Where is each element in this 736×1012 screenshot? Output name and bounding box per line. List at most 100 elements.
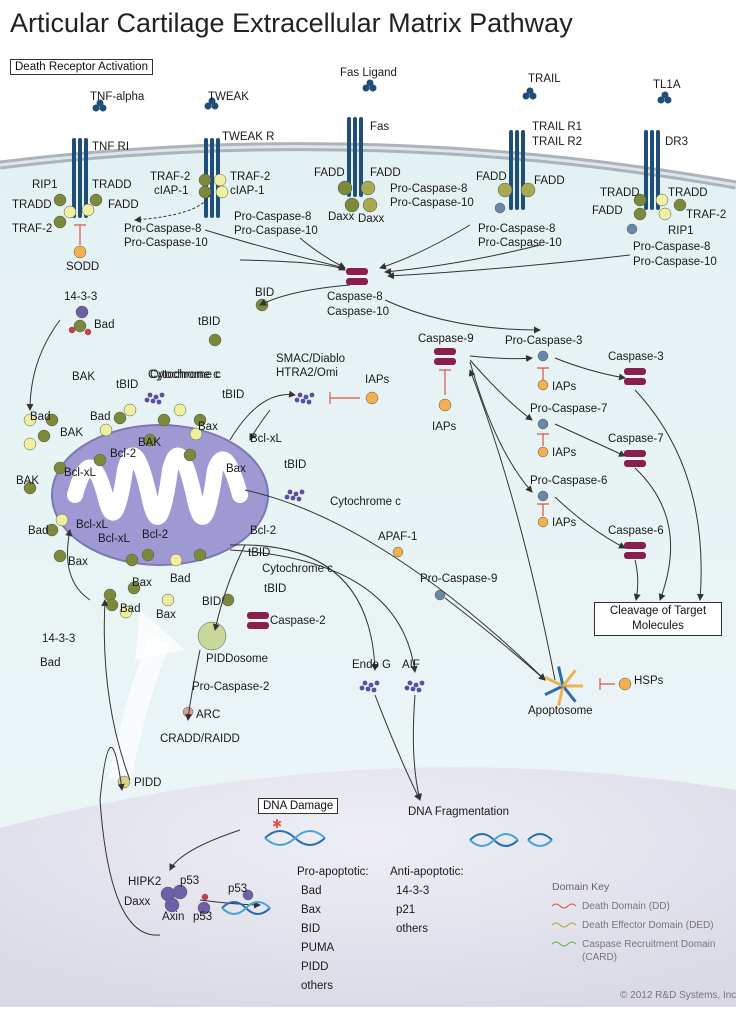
domain-key: Domain Key Death Domain (DD) Death Effec… <box>551 881 715 963</box>
pro-item: PUMA <box>301 942 335 954</box>
dna-helix-p53 <box>221 901 271 915</box>
tl1a-procasp <box>626 223 638 235</box>
mito-protein <box>23 413 37 427</box>
arrows <box>26 194 704 936</box>
endog-dots-dot <box>371 687 377 693</box>
arc-label: ARC <box>196 709 220 721</box>
caspase7-label: Caspase-7 <box>608 433 664 445</box>
daxx-label: Daxx <box>124 896 150 908</box>
tl1a-fadd-label: FADD <box>592 205 623 217</box>
mito-protein <box>45 413 59 427</box>
trail-r1-label: TRAIL R1 <box>532 121 582 133</box>
bad-mol <box>73 319 87 333</box>
14-3-3-mol <box>75 305 89 319</box>
tweak-ciap1-label: cIAP-1 <box>154 185 189 197</box>
bax-1-label: Bax <box>198 421 218 433</box>
tnf-rip1-label: RIP1 <box>32 179 58 191</box>
bcl2-1-label: Bcl-2 <box>110 448 136 460</box>
cytochrome-c-dots-dot <box>156 399 162 405</box>
endog-dots-dot <box>359 685 365 691</box>
tweak-adaptor <box>215 185 229 199</box>
mito-tbid-3-label: tBID <box>284 459 306 471</box>
trail-adaptor <box>497 182 513 198</box>
mito-protein <box>157 413 171 427</box>
tl1a-ligand-label: TL1A <box>653 79 681 91</box>
fas-procasp10-label: Pro-Caspase-10 <box>390 197 474 209</box>
mito-tbid-4-label: tBID <box>248 547 270 559</box>
anti-item: p21 <box>396 904 415 916</box>
mito-protein <box>119 605 133 619</box>
p53-dna-mol <box>242 889 254 901</box>
ligand-fas <box>362 84 370 92</box>
bclxl-1-label: Bcl-xL <box>64 467 97 479</box>
aif-label: AIF <box>402 659 420 671</box>
fas-adaptor <box>362 197 378 213</box>
tnf-adaptor <box>63 205 77 219</box>
procaspase3-iaps <box>537 379 549 391</box>
tnf-traf2-label: TRAF-2 <box>12 223 52 235</box>
inhibitions <box>74 224 615 690</box>
bad-3-label: Bad <box>28 525 48 537</box>
piddosome-mol <box>197 621 227 651</box>
bad-top-label: Bad <box>94 319 114 331</box>
dna-damage-label: DNA Damage <box>258 798 339 814</box>
caspase6-label: Caspase-6 <box>608 525 664 537</box>
cytochrome-c-release-dots-dot <box>299 489 305 495</box>
mito-protein <box>53 461 67 475</box>
caspase3-label: Caspase-3 <box>608 351 664 363</box>
tbid-mito-label: tBID <box>264 583 286 595</box>
procaspase7-iaps-label: IAPs <box>552 447 577 459</box>
tnf-adaptor <box>53 215 67 229</box>
p53-mol <box>197 901 211 915</box>
smac-dots-dot <box>309 392 315 398</box>
cytochrome-c-dots-dot <box>150 398 156 404</box>
procaspase3-iaps-label: IAPs <box>552 381 577 393</box>
mito-tbid-2-label: tBID <box>222 389 244 401</box>
nucleus <box>0 767 736 1007</box>
bclxl-3-label: Bcl-xL <box>76 519 109 531</box>
tnf-adaptor <box>53 193 67 207</box>
mito-protein <box>53 549 67 563</box>
trail-fadd-label: FADD <box>476 171 507 183</box>
cytochrome-c-dots <box>147 392 153 398</box>
mito-protein <box>123 403 137 417</box>
tweak-procasp8-label: Pro-Caspase-8 <box>234 211 311 223</box>
mito-protein <box>105 598 119 612</box>
bclxl-4-label: Bcl-xL <box>98 533 131 545</box>
trail-ligand-label: TRAIL <box>528 73 561 85</box>
aif-dots-dot <box>413 682 419 688</box>
mito-protein <box>113 411 127 425</box>
procaspase9-mol <box>434 589 446 601</box>
fas-procasp8-label: Pro-Caspase-8 <box>390 183 467 195</box>
tbid-mol <box>208 333 222 347</box>
tweak-traf2b-label: TRAF-2 <box>230 171 270 183</box>
tweak-procasp10-label: Pro-Caspase-10 <box>234 225 318 237</box>
trail-fadd2-label: FADD <box>534 175 565 187</box>
fas-adaptor <box>360 180 376 196</box>
domain-key-ded: Death Effector Domain (DED) <box>582 920 714 931</box>
sodd-label: SODD <box>66 261 99 273</box>
procaspase2-label: Pro-Caspase-2 <box>192 681 269 693</box>
cytochrome-c-dots-dot <box>159 392 165 398</box>
ligand-trail <box>522 92 530 100</box>
tweak-traf2-label: TRAF-2 <box>150 171 190 183</box>
caspase9-iaps-label: IAPs <box>432 421 457 433</box>
caspase7-icon <box>624 450 646 457</box>
dna-frag-label: DNA Fragmentation <box>408 806 509 818</box>
trail-r2-label: TRAIL R2 <box>532 136 582 148</box>
pro-title: Pro-apoptotic: <box>297 866 369 878</box>
anti-title: Anti-apoptotic: <box>390 866 464 878</box>
mito-protein <box>161 593 175 607</box>
bid-mol <box>255 298 269 312</box>
anti-item: others <box>396 923 428 935</box>
mito-protein <box>141 548 155 562</box>
mito-cytc-label: Cytochrome c <box>262 563 333 575</box>
tnf-adaptor <box>89 193 103 207</box>
hipk2-label: HIPK2 <box>128 876 161 888</box>
tweak-adaptor <box>198 185 212 199</box>
p53-label: p53 <box>180 875 199 887</box>
bax-2-label: Bax <box>226 463 246 475</box>
endog-dots <box>362 680 368 686</box>
copyright: © 2012 R&D Systems, Inc. <box>620 990 736 1001</box>
